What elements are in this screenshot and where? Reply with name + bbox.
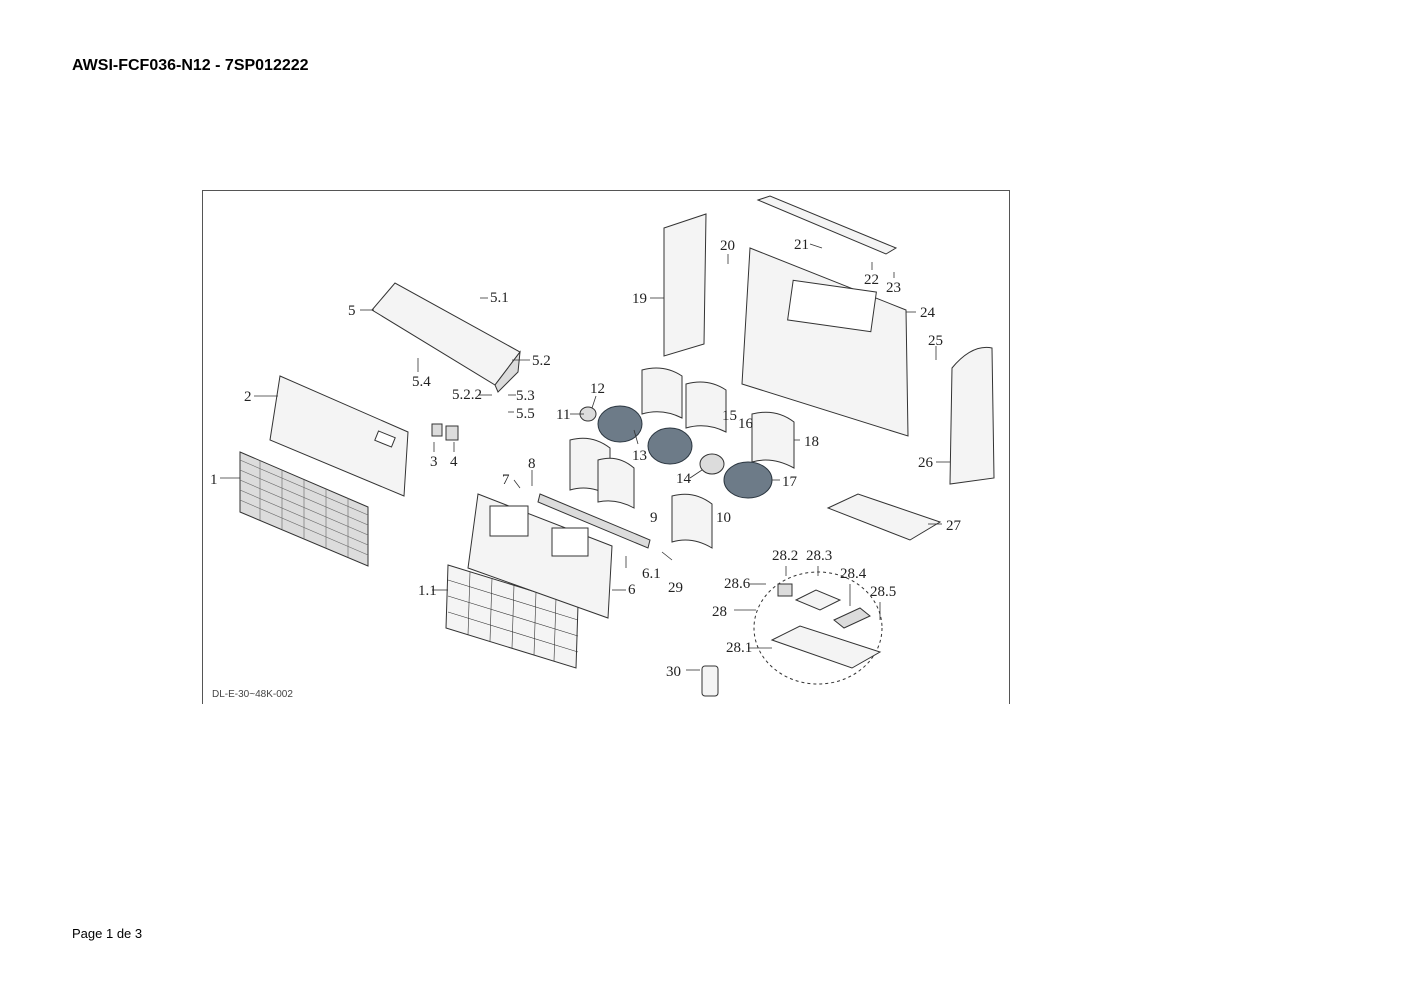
callout-5-4: 5.4 (412, 374, 431, 390)
callout-28-2: 28.2 (772, 548, 798, 564)
control-strip-part (537, 493, 651, 549)
top-strip-part (756, 195, 898, 255)
fan-housings-part (569, 367, 795, 549)
electrical-box-group-outline (753, 571, 883, 685)
electrical-box-part (770, 625, 882, 669)
callout-12: 12 (590, 381, 605, 397)
callout-28-5: 28.5 (870, 584, 896, 600)
callout-1: 1 (210, 472, 218, 488)
drain-pan-part (826, 493, 942, 541)
drawing-code: DL-E-30~48K-002 (212, 689, 293, 700)
callout-22: 22 (864, 272, 879, 288)
callout-28-3: 28.3 (806, 548, 832, 564)
control-board-part (794, 589, 842, 611)
callout-13: 13 (632, 448, 647, 464)
callout-6: 6 (628, 582, 636, 598)
callout-9: 9 (650, 510, 658, 526)
callout-6-1: 6.1 (642, 566, 661, 582)
transformer-part (833, 607, 871, 629)
remote-control-part (701, 665, 719, 697)
callout-15: 15 (722, 408, 737, 424)
callout-7: 7 (502, 472, 510, 488)
exploded-view-frame (202, 190, 1010, 704)
front-panel-part (269, 375, 409, 497)
callout-5-2: 5.2 (532, 353, 551, 369)
callout-18: 18 (804, 434, 819, 450)
callout-1-1: 1.1 (418, 583, 437, 599)
callout-28: 28 (712, 604, 727, 620)
chassis-front-part (467, 493, 613, 619)
leader-lines (220, 243, 950, 671)
callout-19: 19 (632, 291, 647, 307)
callout-5-1: 5.1 (490, 290, 509, 306)
callout-27: 27 (946, 518, 962, 534)
callout-5-5: 5.5 (516, 406, 535, 422)
left-side-panel-part (663, 213, 707, 357)
callout-10: 10 (716, 510, 731, 526)
callout-11: 11 (556, 407, 570, 423)
blower-wheels-part (579, 405, 773, 499)
callout-5-3: 5.3 (516, 388, 535, 404)
callout-3: 3 (430, 454, 438, 470)
page-footer: Page 1 de 3 (72, 926, 143, 941)
callout-28-6: 28.6 (724, 576, 751, 592)
top-cover-part (371, 282, 521, 393)
callout-24: 24 (920, 305, 936, 321)
callout-28-4: 28.4 (840, 566, 867, 582)
callout-5-2-2: 5.2.2 (452, 387, 482, 403)
callout-4: 4 (450, 454, 458, 470)
callout-5: 5 (348, 303, 356, 319)
callout-14: 14 (676, 471, 692, 487)
right-side-panel-part (949, 346, 995, 485)
callout-21: 21 (794, 237, 809, 253)
rear-chassis-part (741, 247, 909, 437)
callout-25: 25 (928, 333, 943, 349)
callout-17: 17 (782, 474, 798, 490)
callout-2: 2 (244, 389, 252, 405)
front-grille-part (239, 451, 369, 567)
callout-30: 30 (666, 664, 681, 680)
bracket-4-part (445, 425, 459, 441)
terminal-block-part (777, 583, 793, 597)
callout-23: 23 (886, 280, 901, 296)
bracket-3-part (431, 423, 443, 437)
callout-20: 20 (720, 238, 735, 254)
callout-28-1: 28.1 (726, 640, 752, 656)
document-title: AWSI-FCF036-N12 - 7SP012222 (72, 57, 309, 74)
callout-29: 29 (668, 580, 683, 596)
callout-8: 8 (528, 456, 536, 472)
callout-16: 16 (738, 416, 754, 432)
callout-26: 26 (918, 455, 934, 471)
